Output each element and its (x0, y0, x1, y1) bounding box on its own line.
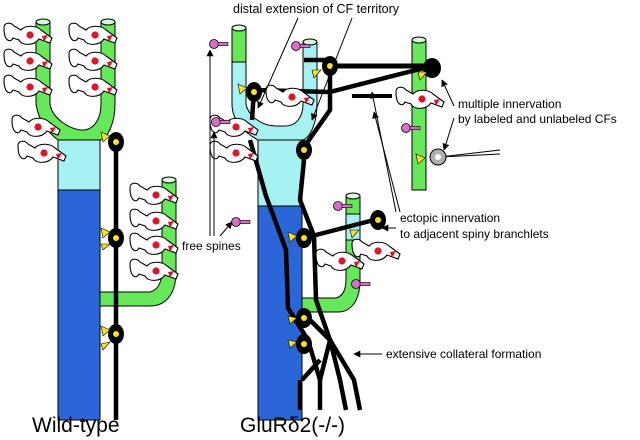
arrow-icon (442, 117, 455, 151)
cf-varicosity-icon (108, 228, 124, 248)
mutant-panel: GluRδ2(-/-) (209, 24, 501, 437)
multiple-innervation-label-1: multiple innervation (458, 97, 561, 111)
cf-varicosity-icon (108, 132, 124, 152)
mut-tip (411, 36, 427, 44)
arrow-icon (311, 17, 353, 121)
collateral-label: extensive collateral formation (386, 347, 541, 361)
free-spine-icon (351, 279, 371, 289)
wt-branch-tip-left (35, 18, 51, 26)
mutant-caption: GluRδ2(-/-) (240, 414, 345, 437)
synapse-icon (287, 315, 298, 325)
mut-tip (302, 38, 318, 46)
arrow-icon (257, 17, 299, 109)
arrow-icon (372, 111, 401, 213)
cf-varicosity-icon (296, 140, 312, 160)
cf-varicosity-icon (423, 58, 441, 78)
synapse-icon (417, 71, 428, 81)
cf-varicosity-icon (108, 324, 124, 344)
cf-varicosity-icon (296, 334, 312, 354)
wt-branch-tip-right (100, 18, 116, 26)
free-spines-label: free spines (182, 239, 241, 253)
mut-proximal-dendrite (257, 204, 303, 421)
multiple-innervation-label-2: by labeled and unlabeled CFs (458, 112, 617, 126)
cf-varicosity-icon (296, 308, 312, 328)
arrow-icon (219, 221, 233, 237)
free-spine-icon (231, 217, 251, 227)
ectopic-innervation-label-2: to adjacent spiny branchlets (400, 227, 549, 241)
synapse-icon (287, 339, 298, 349)
synapse-icon (100, 227, 111, 239)
mut-tip (231, 24, 247, 32)
wt-cf-territory (57, 139, 101, 191)
mut-tip (345, 192, 361, 200)
synapse-icon (415, 153, 426, 165)
synapse-icon (100, 243, 111, 251)
synapse-icon (100, 341, 111, 351)
synapse-icon (100, 131, 111, 143)
ectopic-innervation-label-1: ectopic innervation (400, 211, 500, 225)
synapse-icon (311, 69, 322, 79)
distal-extension-label: distal extension of CF territory (233, 2, 400, 16)
wild-type-caption: Wild-type (32, 414, 120, 437)
mut-left-green-tip (231, 27, 247, 63)
wt-proximal-dendrite (57, 187, 101, 421)
synapse-icon (100, 325, 111, 337)
wild-type-panel: Wild-type (3, 18, 179, 437)
cf-varicosity-icon (296, 228, 312, 248)
synapse-icon (349, 229, 360, 239)
wt-lower-tip (161, 176, 177, 184)
cf-varicosity-icon (370, 210, 386, 230)
synapse-icon (287, 231, 298, 243)
synapse-icon (237, 83, 248, 95)
labeled-cf-terminal (429, 148, 501, 166)
cf-varicosity-icon (246, 82, 262, 102)
free-spine-icon (209, 39, 229, 49)
spine-icon (395, 86, 445, 109)
arrow-icon (441, 79, 455, 107)
annotations: distal extension of CF territory multipl… (182, 2, 617, 361)
